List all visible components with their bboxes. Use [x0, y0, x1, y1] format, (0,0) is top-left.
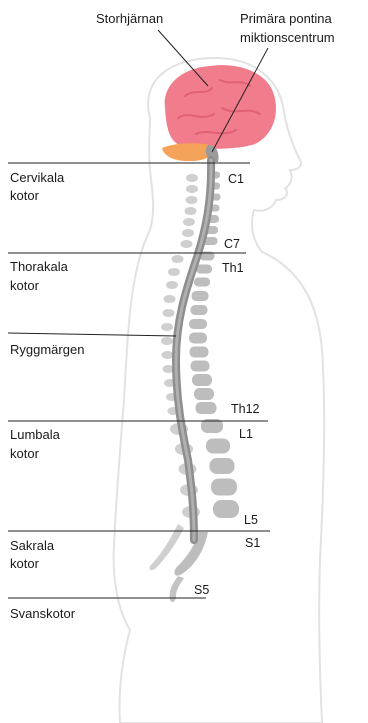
l5-label: L5 [244, 513, 258, 527]
sacral-label-line2: kotor [10, 556, 40, 571]
vertebra-body [196, 402, 217, 414]
body-silhouette [114, 58, 325, 723]
coccyx-label: Svanskotor [10, 606, 76, 621]
vertebra-body [189, 319, 207, 329]
vertebra-body [192, 291, 209, 301]
vertebra-body [213, 500, 239, 518]
vertebra-process [162, 351, 174, 359]
vertebra-process [168, 268, 180, 276]
cervical-label-line2: kotor [10, 188, 40, 203]
vertebra-body [190, 347, 209, 358]
th12-label: Th12 [231, 402, 260, 416]
thoracic-label-line2: kotor [10, 278, 40, 293]
vertebra-process [161, 323, 173, 331]
vertebra-body [194, 278, 210, 287]
vertebra-body [189, 333, 207, 344]
vertebra-process [186, 185, 198, 193]
vertebra-body [196, 265, 212, 274]
vertebra-process [186, 196, 198, 204]
vertebra-process [186, 174, 198, 182]
vertebra-process [166, 281, 178, 289]
vertebra-process [185, 207, 197, 215]
cervical-label-line1: Cervikala [10, 170, 65, 185]
pmc-label-line2: miktionscentrum [240, 30, 335, 45]
vertebra-body [211, 479, 237, 496]
vertebra-process [164, 295, 176, 303]
l1-label: L1 [239, 427, 253, 441]
vertebra-process [182, 229, 194, 237]
vertebra-process [161, 337, 173, 345]
c7-label: C7 [224, 237, 240, 251]
sacral-label-line1: Sakrala [10, 538, 55, 553]
vertebra-body [191, 361, 210, 372]
vertebra-process [163, 309, 175, 317]
brain-label: Storhjärnan [96, 11, 163, 26]
lumbar-label-line2: kotor [10, 446, 40, 461]
th1-label: Th1 [222, 261, 244, 275]
pmc-label-line1: Primära pontina [240, 11, 333, 26]
c1-label: C1 [228, 172, 244, 186]
vertebra-body [192, 374, 212, 386]
s1-label: S1 [245, 536, 260, 550]
vertebra-body [191, 305, 208, 315]
vertebra-body [194, 388, 214, 400]
s5-label: S5 [194, 583, 209, 597]
vertebra-process [183, 218, 195, 226]
vertebra-body [210, 458, 235, 474]
vertebra-process [172, 255, 184, 263]
vertebra-body [206, 439, 230, 454]
vertebra-process [181, 240, 193, 248]
thoracic-label-line1: Thorakala [10, 259, 69, 274]
lumbar-label-line1: Lumbala [10, 427, 61, 442]
spinal-cord-label: Ryggmärgen [10, 342, 84, 357]
